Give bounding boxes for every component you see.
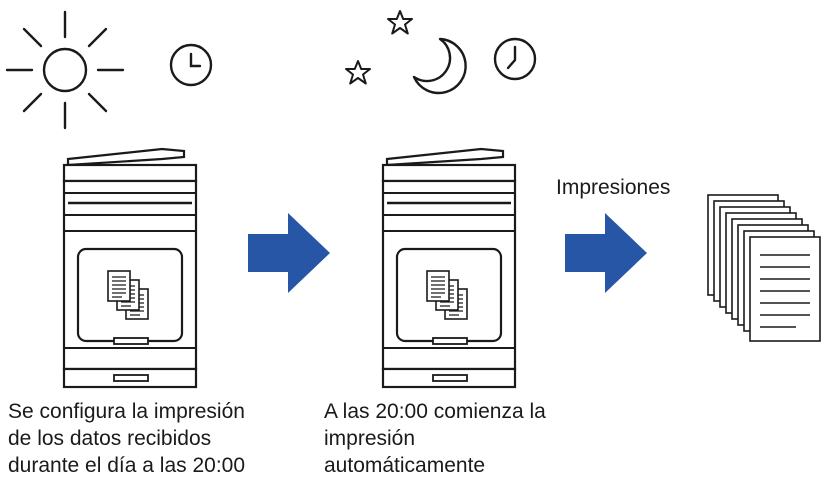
star-icon — [387, 10, 413, 35]
clock-icon — [493, 37, 537, 81]
paper-stack-icon — [707, 194, 821, 342]
arrow-right-icon — [565, 213, 647, 293]
star-icon — [345, 60, 371, 85]
caption-day-line: Se configura la impresión — [8, 400, 245, 423]
printouts-label: Impresiones — [556, 176, 671, 199]
sun-icon — [5, 10, 125, 130]
moon-icon — [412, 37, 467, 95]
caption-day-line: durante el día a las 20:00 — [8, 454, 246, 477]
printer-icon — [62, 147, 198, 389]
caption-night-line: A las 20:00 comienza la — [324, 400, 546, 423]
caption-day: Se configura la impresión de los datos r… — [8, 398, 245, 479]
clock-icon — [169, 43, 213, 87]
arrow-right-icon — [248, 213, 330, 293]
caption-night-line: impresión — [324, 427, 416, 450]
printer-icon — [381, 147, 517, 389]
caption-night: A las 20:00 comienza la impresión automá… — [324, 398, 546, 479]
caption-day-line: de los datos recibidos — [8, 427, 212, 450]
caption-night-line: automáticamente — [324, 454, 486, 477]
